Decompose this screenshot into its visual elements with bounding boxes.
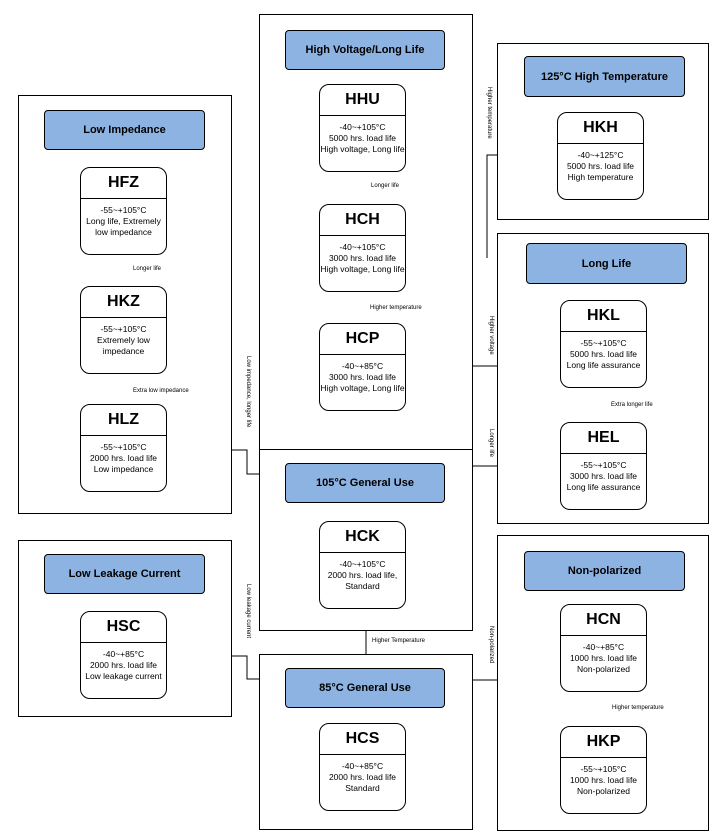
- spec-line: Low leakage current: [85, 671, 162, 681]
- series-code: HKZ: [81, 287, 166, 318]
- spec-line: Standard: [345, 783, 380, 793]
- category-general-105: 105°C General Use: [285, 463, 445, 503]
- series-code: HCK: [320, 522, 405, 553]
- spec-line: High temperature: [567, 172, 634, 182]
- edge-label-longer-life-vertical: Longer life: [488, 429, 494, 458]
- spec-line: -40~+85°C: [102, 649, 145, 659]
- spec-line: 3000 hrs. load life: [328, 372, 397, 382]
- spec-line: -55~+105°C: [580, 764, 627, 774]
- edge-label-longer-life: Longer life: [133, 266, 162, 272]
- spec-line: -40~+85°C: [341, 761, 384, 771]
- spec-line: Low impedance: [93, 464, 154, 474]
- series-code: HHU: [320, 85, 405, 116]
- spec-line: Non-polarized: [577, 664, 630, 674]
- spec-line: High voltage, Long life: [320, 383, 405, 393]
- spec-line: Non-polarized: [577, 786, 630, 796]
- spec-line: 3000 hrs. load life: [328, 253, 397, 263]
- series-code: HKL: [561, 301, 646, 332]
- spec-line: 2000 hrs. load life,: [327, 570, 398, 580]
- category-low-leakage: Low Leakage Current: [44, 554, 205, 594]
- spec-line: impedance: [102, 346, 145, 356]
- edge-label-higher-temperature: Higher temperature: [370, 305, 422, 311]
- spec-line: Long life assurance: [566, 360, 641, 370]
- spec-line: -40~+105°C: [339, 122, 386, 132]
- spec-line: 2000 hrs. load life: [89, 453, 158, 463]
- spec-line: -40~+85°C: [582, 642, 625, 652]
- series-code: HCH: [320, 205, 405, 236]
- spec-line: 5000 hrs. load life: [566, 161, 635, 171]
- spec-line: Extremely low: [97, 335, 150, 345]
- spec-line: 3000 hrs. load life: [569, 471, 638, 481]
- series-code: HCS: [320, 724, 405, 755]
- spec-line: -55~+105°C: [100, 205, 147, 215]
- spec-line: -55~+105°C: [100, 324, 147, 334]
- spec-line: 2000 hrs. load life: [89, 660, 158, 670]
- category-general-85: 85°C General Use: [285, 668, 445, 708]
- spec-line: Long life, Extremely: [86, 216, 161, 226]
- category-low-impedance: Low Impedance: [44, 110, 205, 150]
- series-code: HCP: [320, 324, 405, 355]
- edge-label-higher-temperature-vertical: Higher temperature: [486, 87, 492, 139]
- series-code: HSC: [81, 612, 166, 643]
- spec-line: 5000 hrs. load life: [569, 349, 638, 359]
- edge-label-low-impedance-longer-life-vertical: Low impedance, longer life: [245, 356, 251, 428]
- edge-label-extra-longer-life: Extra longer life: [611, 402, 653, 408]
- edge-label-low-leakage-current-vertical: Low leakage current: [245, 584, 251, 639]
- series-code: HCN: [561, 605, 646, 636]
- spec-line: -55~+105°C: [100, 442, 147, 452]
- series-code: HLZ: [81, 405, 166, 436]
- edge-label-higher-temperature: Higher Temperature: [372, 638, 425, 644]
- spec-line: -40~+85°C: [341, 361, 384, 371]
- spec-line: -40~+105°C: [339, 559, 386, 569]
- spec-line: 1000 hrs. load life: [569, 653, 638, 663]
- spec-line: Long life assurance: [566, 482, 641, 492]
- category-long-life: Long Life: [526, 243, 687, 284]
- series-code: HFZ: [81, 168, 166, 199]
- spec-line: Standard: [345, 581, 380, 591]
- series-code: HEL: [561, 423, 646, 454]
- edge-label-longer-life: Longer life: [371, 183, 400, 189]
- category-high-voltage-long-life: High Voltage/Long Life: [285, 30, 445, 70]
- edge-label-higher-voltage-vertical: Higher voltage: [488, 316, 494, 355]
- series-code: HKP: [561, 727, 646, 758]
- spec-line: -40~+105°C: [339, 242, 386, 252]
- spec-line: -40~+125°C: [577, 150, 624, 160]
- spec-line: High voltage, Long life: [320, 264, 405, 274]
- category-high-temperature: 125°C High Temperature: [524, 56, 685, 97]
- spec-line: 5000 hrs. load life: [328, 133, 397, 143]
- spec-line: High voltage, Long life: [320, 144, 405, 154]
- spec-line: 2000 hrs. load life: [328, 772, 397, 782]
- category-non-polarized: Non-polarized: [524, 551, 685, 591]
- spec-line: -55~+105°C: [580, 460, 627, 470]
- series-code: HKH: [558, 113, 643, 144]
- spec-line: 1000 hrs. load life: [569, 775, 638, 785]
- edge-label-higher-temperature: Higher temperature: [612, 705, 664, 711]
- spec-line: -55~+105°C: [580, 338, 627, 348]
- spec-line: low impedance: [95, 227, 152, 237]
- edge-label-extra-low-impedance: Extra low impedance: [133, 388, 189, 394]
- edge-label-non-polarized-vertical: Non-polarized: [488, 626, 494, 664]
